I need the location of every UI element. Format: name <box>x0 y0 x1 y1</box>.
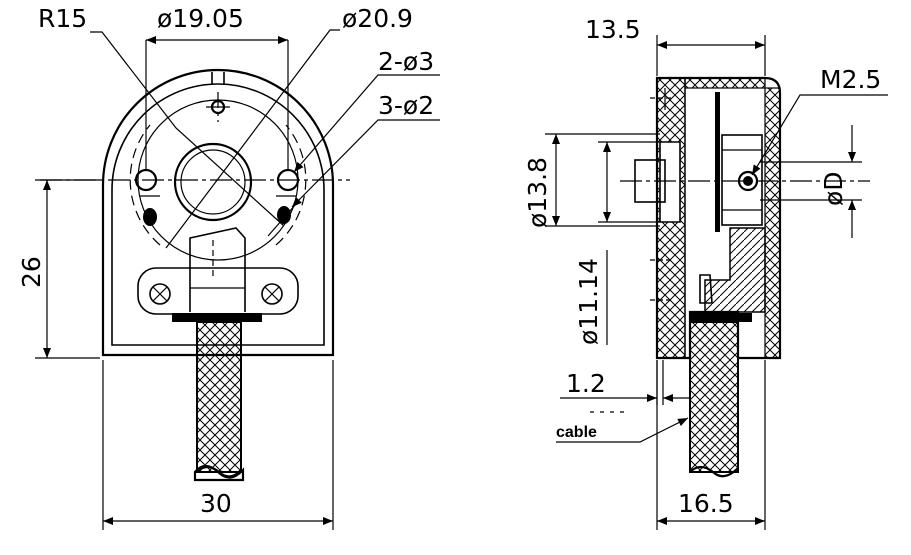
housing-inner-outline <box>111 83 325 346</box>
label-bore-dia: ø19.05 <box>157 4 244 33</box>
leader-2d3 <box>293 74 440 173</box>
bore-circle <box>173 142 253 222</box>
terminal-plate <box>137 267 299 315</box>
cable-front <box>196 321 242 473</box>
leader-cable <box>556 417 689 443</box>
label-depth-bottom: 16.5 <box>678 489 734 518</box>
right-wall-hatch <box>764 87 781 359</box>
label-depth-top: 13.5 <box>585 15 641 44</box>
label-holes-2: 3-ø2 <box>378 91 434 120</box>
front-view: R15 ø19.05 ø20.9 2-ø3 3-ø2 26 30 <box>17 4 440 530</box>
label-thickness: 1.2 <box>566 369 606 398</box>
label-shaft-dia: øD <box>819 171 848 206</box>
label-height: 26 <box>17 256 46 288</box>
code-disk <box>715 92 720 232</box>
hub <box>721 134 763 226</box>
leader-3d2 <box>291 119 440 208</box>
label-width: 30 <box>200 489 232 518</box>
cable-entry-block <box>189 227 246 312</box>
label-outer-dia: ø20.9 <box>342 4 413 33</box>
bore-inner-circle <box>180 149 246 215</box>
label-hub-dia: ø13.8 <box>523 157 552 228</box>
label-inner-dia: ø11.14 <box>574 258 603 345</box>
label-radius: R15 <box>38 4 87 33</box>
cable-clamp <box>172 313 262 322</box>
dashed-arc-left <box>129 124 161 246</box>
housing-outline <box>101 68 335 357</box>
leader-thread <box>751 94 888 176</box>
side-view: 13.5 M2.5 øD ø13.8 ø11.14 1.2 cable 16.5 <box>523 15 888 530</box>
screw-right <box>261 283 283 305</box>
dashed-arc-right <box>275 124 307 246</box>
centerline-tick <box>140 106 296 197</box>
top-cover-hatch <box>684 77 766 89</box>
hole-bottom-left <box>143 208 157 226</box>
label-cable: cable <box>556 424 597 441</box>
side-cable-clamp <box>690 313 752 322</box>
leader-od <box>165 29 340 249</box>
leader-r15 <box>90 31 285 227</box>
screw-left <box>149 283 171 305</box>
hole-bottom-right <box>277 206 291 224</box>
rotor-hatch <box>704 227 766 313</box>
cable-side <box>689 321 739 473</box>
label-thread: M2.5 <box>820 65 881 94</box>
top-notch <box>211 72 225 84</box>
label-holes-3: 2-ø3 <box>378 47 434 76</box>
